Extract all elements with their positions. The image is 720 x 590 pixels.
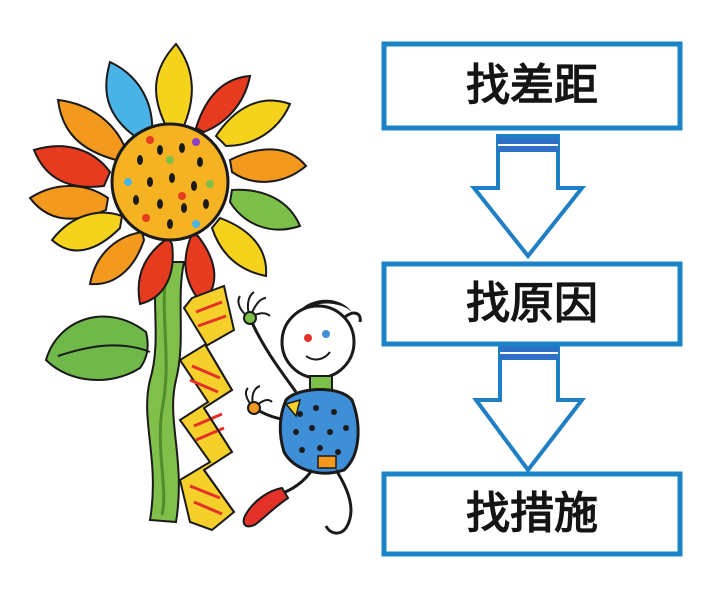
- flow-step-label: 找原因: [466, 278, 598, 329]
- climbing-person-icon: [237, 291, 362, 535]
- ladder-icon: [178, 284, 236, 532]
- flow-step-box: 找措施: [381, 471, 683, 557]
- sunflower-icon: [28, 42, 308, 306]
- flow-step-box: 找原因: [381, 261, 683, 347]
- illustration: [28, 42, 362, 535]
- flow-step-label: 找措施: [466, 488, 598, 539]
- flow-step-label: 找差距: [466, 60, 598, 111]
- leaf-icon: [44, 315, 151, 381]
- down-arrow-icon: [472, 342, 587, 474]
- flow-step-box: 找差距: [381, 41, 683, 131]
- down-arrow-icon: [469, 134, 587, 260]
- flowchart: 找差距 找原因 找措施: [381, 41, 683, 557]
